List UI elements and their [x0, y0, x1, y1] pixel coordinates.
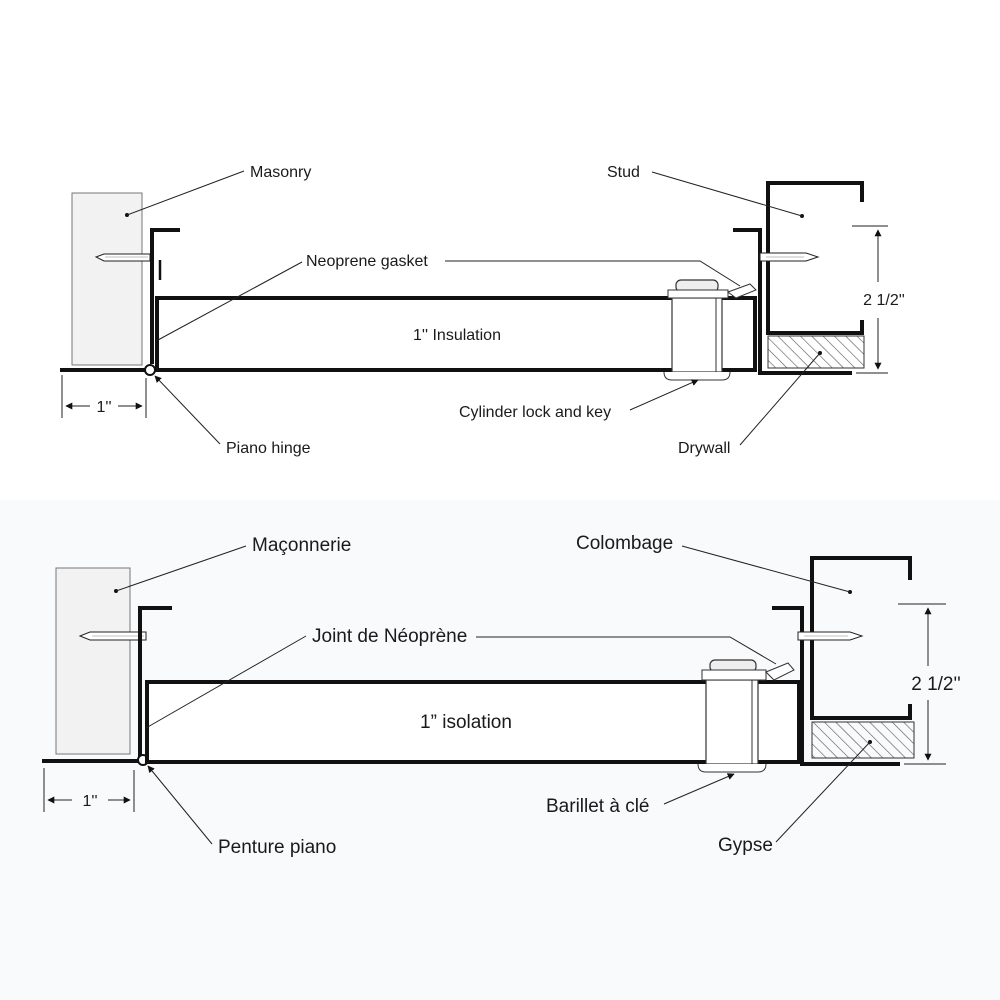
masonry-anchor-screw: [94, 253, 151, 262]
label-joint-neoprene: Joint de Néoprène: [312, 626, 467, 647]
label-masonry: Masonry: [250, 164, 311, 181]
dimension-left-label-fr: 1'': [82, 793, 97, 810]
dimension-left-fr: 1'': [43, 768, 135, 812]
dimension-right: 2 1/2'': [852, 225, 905, 374]
dimension-right-fr: 2 1/2'': [898, 603, 961, 765]
door-panel-fr: [145, 680, 801, 764]
dimension-left-label: 1'': [96, 399, 111, 416]
label-drywall: Drywall: [678, 440, 730, 457]
dimension-right-label-fr: 2 1/2'': [911, 674, 961, 695]
label-isolation: 1” isolation: [420, 712, 512, 733]
cylinder-lock-fr: [697, 659, 795, 773]
left-frame-fr: [138, 606, 172, 758]
stud-anchor-screw-fr: [797, 631, 864, 641]
piano-hinge: [144, 364, 156, 376]
stud-anchor-screw: [759, 252, 820, 262]
label-colombage: Colombage: [576, 533, 673, 554]
masonry-block: [71, 192, 143, 366]
drywall: [767, 335, 865, 369]
left-frame: [150, 228, 180, 364]
label-cylinder-lock: Cylinder lock and key: [459, 404, 611, 421]
panel-english: 1'' 2 1/2'' Masonry Stud Neoprene gasket…: [60, 164, 905, 457]
drywall-fr: [811, 721, 915, 759]
label-piano-hinge: Piano hinge: [226, 440, 311, 457]
dimension-left: 1'': [61, 375, 147, 418]
dimension-right-label: 2 1/2'': [863, 292, 905, 309]
label-gypse: Gypse: [718, 835, 773, 856]
label-insulation: 1'' Insulation: [413, 327, 501, 344]
masonry-anchor-screw-fr: [78, 631, 147, 641]
right-frame: [733, 228, 852, 375]
door-panel: [155, 296, 757, 372]
label-penture-piano: Penture piano: [218, 837, 336, 858]
label-barillet: Barillet à clé: [546, 796, 650, 817]
label-maconnerie: Maçonnerie: [252, 535, 351, 556]
label-stud: Stud: [607, 164, 640, 181]
cylinder-lock: [663, 279, 757, 381]
panel-french: 1'' 2 1/2'' Maçonnerie Colombage Joint d…: [42, 533, 961, 858]
masonry-block-fr: [55, 567, 131, 755]
label-neoprene-gasket: Neoprene gasket: [306, 253, 428, 270]
